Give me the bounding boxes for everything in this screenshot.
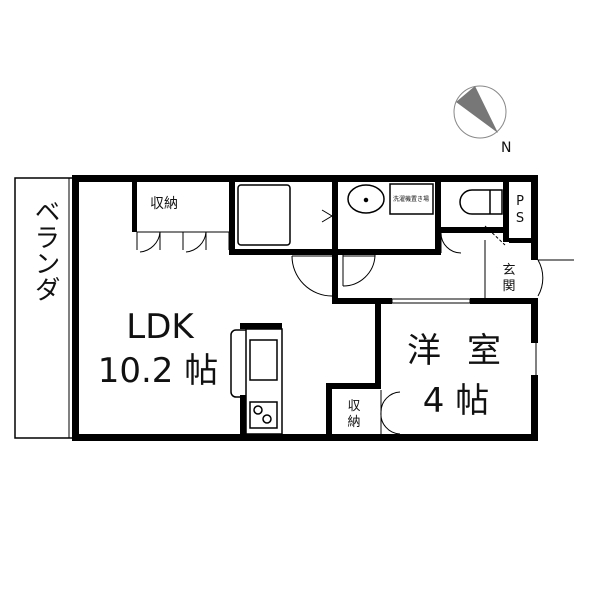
fridge (230, 329, 246, 398)
western-room-name-1: 洋 (407, 331, 441, 371)
doors (136, 209, 574, 435)
walls (72, 175, 538, 441)
entrance-label-1: 玄 (502, 263, 515, 278)
ps-label-1: P (516, 194, 524, 209)
sink (347, 184, 385, 214)
ps-label-2: S (516, 211, 524, 226)
toilet (459, 189, 503, 215)
western-room-size: 4 帖 (423, 381, 489, 421)
kitchen-counter (245, 328, 283, 435)
bathtub (237, 184, 291, 246)
fixtures (230, 183, 503, 435)
washer-space (389, 183, 434, 215)
north-label: N (501, 140, 511, 156)
ldk-name: LDK (126, 307, 195, 347)
ldk-size: 10.2 帖 (98, 351, 219, 391)
storage-label: 収納 (150, 196, 178, 212)
washer-space-label: 洗濯機置き場 (393, 195, 429, 203)
small-storage-label-1: 収 (347, 399, 360, 414)
entrance-label-2: 関 (502, 279, 515, 294)
small-storage-label-2: 納 (347, 415, 360, 430)
compass-icon: N (453, 85, 511, 156)
balcony: ベランダ (14, 177, 74, 439)
western-room-name-2: 室 (467, 331, 501, 371)
balcony-label: ベランダ (30, 198, 60, 302)
